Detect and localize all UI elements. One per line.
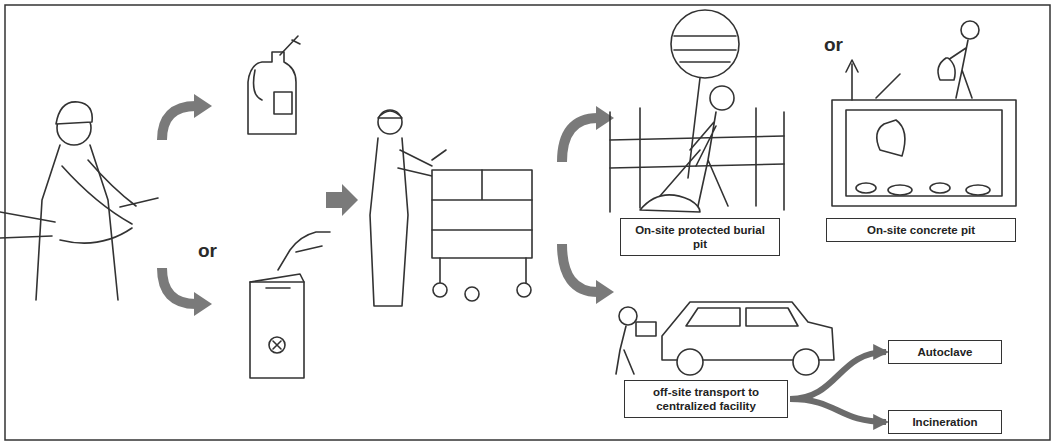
concrete-pit [846, 110, 1002, 196]
process-box: On-site protected burial pit [620, 218, 780, 256]
waste-cart [370, 110, 532, 306]
flow-connector [790, 352, 886, 399]
waste-cart [465, 287, 479, 301]
process-box: off-site transport to centralized facili… [624, 380, 788, 418]
process-box: Incineration [888, 410, 1002, 434]
process-box: On-site concrete pit [826, 218, 1016, 242]
concrete-pit [832, 100, 1016, 206]
disinfectant-bottle [280, 36, 300, 55]
health-worker [62, 160, 136, 224]
box-label: On-site concrete pit [834, 223, 1008, 237]
box-label: off-site transport to centralized facili… [632, 385, 780, 413]
box-label: On-site protected burial pit [628, 223, 772, 251]
burial-pit-scene [660, 150, 700, 196]
burial-pit-scene [674, 36, 736, 62]
concrete-pit [966, 185, 990, 195]
concrete-pit [846, 60, 858, 100]
flow-arrow [562, 106, 614, 304]
sharps-box [250, 274, 304, 378]
health-worker [36, 145, 118, 300]
sharps-box [278, 232, 330, 270]
concrete-pit [938, 58, 955, 80]
box-label: Autoclave [896, 345, 994, 359]
flow-arrow [562, 244, 598, 292]
concrete-pit [930, 183, 950, 193]
sharps-box [269, 337, 285, 353]
flow-arrow [162, 106, 196, 140]
waste-cart [398, 150, 432, 176]
flow-arrow [194, 94, 212, 118]
flow-arrow [194, 292, 212, 316]
health-worker [0, 212, 55, 238]
frame [5, 5, 1050, 440]
waste-cart [378, 110, 402, 134]
concrete-pit [856, 183, 876, 193]
transport-vehicle [636, 322, 656, 336]
waste-cart [432, 170, 532, 230]
disinfectant-bottle [248, 36, 300, 134]
concrete-pit [876, 74, 900, 98]
health-worker [60, 198, 158, 243]
waste-cart [433, 283, 447, 297]
burial-pit-scene [690, 112, 728, 206]
transport-vehicle [616, 326, 634, 374]
flow-arrow [162, 268, 196, 304]
waste-cart [440, 258, 526, 284]
waste-cart [432, 150, 446, 160]
flow-connector [790, 399, 886, 422]
waste-cart [370, 138, 408, 306]
burial-pit-scene [640, 195, 700, 212]
health-worker [0, 102, 158, 300]
flow-arrow [562, 118, 598, 162]
waste-cart [378, 111, 402, 118]
flow-arrow [162, 94, 358, 316]
box-label: Incineration [896, 415, 994, 429]
sharps-box [250, 282, 304, 288]
choice-word: or [824, 34, 843, 56]
transport-vehicle [686, 308, 798, 326]
health-worker [56, 102, 92, 124]
transport-vehicle [677, 349, 703, 375]
disinfectant-bottle [254, 70, 262, 100]
transport-vehicle [793, 349, 819, 375]
burial-pit-scene [671, 10, 739, 78]
choice-word: or [198, 240, 217, 262]
flow-arrow [596, 280, 614, 304]
concrete-pit [888, 185, 912, 195]
waste-cart [517, 283, 531, 297]
concrete-pit [832, 21, 1016, 206]
flow-arrow [596, 106, 614, 130]
burial-pit-scene [610, 108, 784, 212]
flow-arrow [326, 184, 358, 216]
sharps-box [273, 341, 281, 349]
burial-pit-scene [610, 10, 784, 212]
transport-vehicle [619, 307, 637, 325]
concrete-pit [877, 120, 905, 156]
process-box: Autoclave [888, 340, 1002, 364]
waste-cart [432, 170, 532, 258]
concrete-pit [961, 21, 979, 39]
disinfectant-bottle [248, 52, 296, 134]
disinfectant-bottle [274, 92, 292, 114]
transport-vehicle [616, 302, 834, 375]
sharps-box [250, 232, 330, 378]
burial-pit-scene [710, 86, 734, 110]
